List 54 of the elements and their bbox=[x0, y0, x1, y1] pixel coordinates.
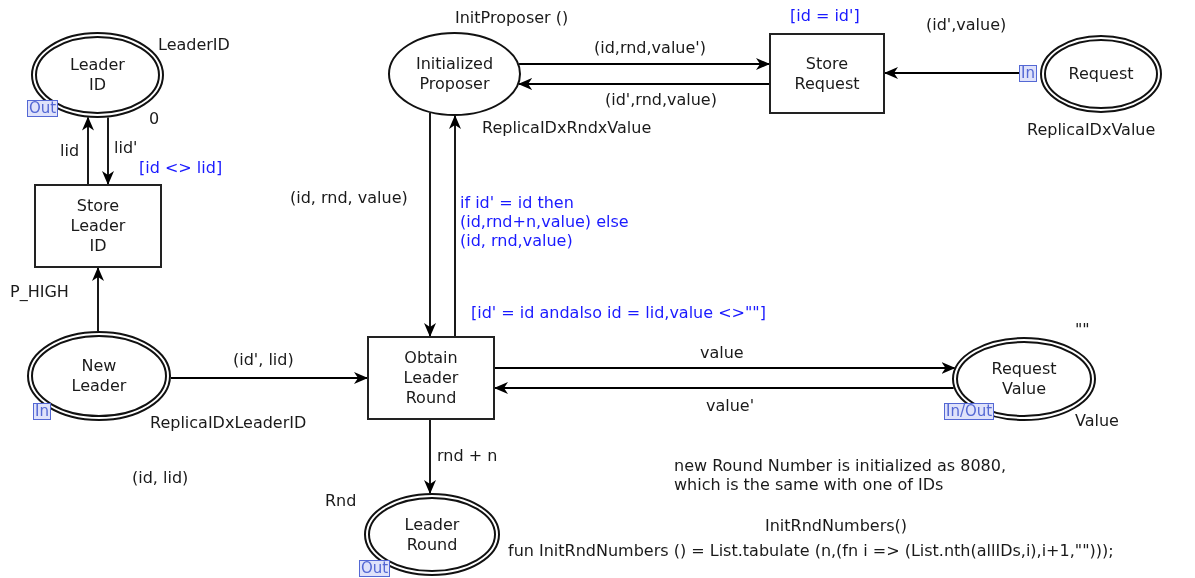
arc-arrow bbox=[494, 362, 956, 374]
declaration-text: InitRndNumbers() bbox=[765, 516, 908, 536]
place-name: Request bbox=[1068, 64, 1134, 84]
inscription-label: InitProposer () bbox=[455, 8, 569, 28]
arc-inscription: (id',value) bbox=[926, 15, 1007, 35]
guard-label: [id' = id andalso id = lid,value <>""] bbox=[471, 303, 766, 323]
arc-inscription: (id, rnd, value) bbox=[290, 188, 408, 208]
port-tag: In/Out bbox=[944, 403, 995, 420]
arc-arrow bbox=[884, 67, 1020, 79]
declaration-text: fun InitRndNumbers () = List.tabulate (n,(fn i => (List.nth(allIDs,i),i+1,""))); bbox=[508, 541, 1114, 561]
port-place-ellipse bbox=[1040, 35, 1162, 113]
port-place-ellipse bbox=[364, 493, 500, 576]
arc-arrow bbox=[424, 112, 436, 337]
place-name: Leader Round bbox=[403, 514, 461, 555]
place-name: Initialized Proposer bbox=[414, 54, 495, 94]
inscription-label: "" bbox=[1075, 320, 1090, 340]
arc-inscription: (id', lid) bbox=[233, 350, 294, 370]
place-name: Request Value bbox=[990, 359, 1058, 399]
transition-name: Store Request bbox=[793, 53, 861, 94]
arc-arrow bbox=[494, 382, 955, 394]
transition-box bbox=[367, 336, 495, 420]
transition-box bbox=[34, 184, 162, 268]
inscription-label: LeaderID bbox=[158, 35, 230, 55]
inscription-label: P_HIGH bbox=[10, 282, 69, 302]
arc-arrow bbox=[170, 372, 368, 384]
transition-name: Store Leader ID bbox=[69, 196, 127, 256]
inscription-label: ReplicaIDxRndxValue bbox=[482, 118, 652, 138]
arc-arrow bbox=[92, 267, 104, 332]
inscription-label: ReplicaIDxLeaderID bbox=[150, 413, 307, 433]
guard-label: [id = id'] bbox=[790, 6, 860, 26]
port-tag: In bbox=[1019, 65, 1037, 82]
arc-arrow bbox=[424, 419, 436, 494]
place-name: New Leader bbox=[70, 356, 128, 396]
guard-label: [id <> lid] bbox=[139, 158, 223, 178]
inscription-label: Rnd bbox=[325, 491, 357, 511]
place-ellipse bbox=[388, 32, 521, 116]
place-name: Leader ID bbox=[69, 55, 126, 95]
port-tag: Out bbox=[359, 560, 391, 577]
arc-arrow bbox=[102, 116, 114, 185]
note-text: new Round Number is initialized as 8080, which is the same with one of IDs bbox=[674, 456, 1008, 495]
inscription-label: (id, lid) bbox=[132, 468, 189, 488]
arc-inscription: (id',rnd,value) bbox=[605, 90, 717, 110]
arc-inscription: (id,rnd,value') bbox=[594, 38, 706, 58]
port-tag: Out bbox=[27, 100, 59, 117]
inscription-label: 0 bbox=[149, 109, 160, 129]
arc-arrow bbox=[518, 58, 770, 70]
arc-arrow bbox=[449, 115, 461, 337]
arc-arrow bbox=[518, 78, 770, 90]
inscription-label: Value bbox=[1075, 411, 1119, 431]
transition-box bbox=[769, 33, 885, 114]
arc-arrow bbox=[82, 116, 94, 185]
port-tag: In bbox=[33, 403, 51, 420]
inscription-label: ReplicaIDxValue bbox=[1027, 120, 1156, 140]
transition-name: Obtain Leader Round bbox=[402, 348, 460, 408]
